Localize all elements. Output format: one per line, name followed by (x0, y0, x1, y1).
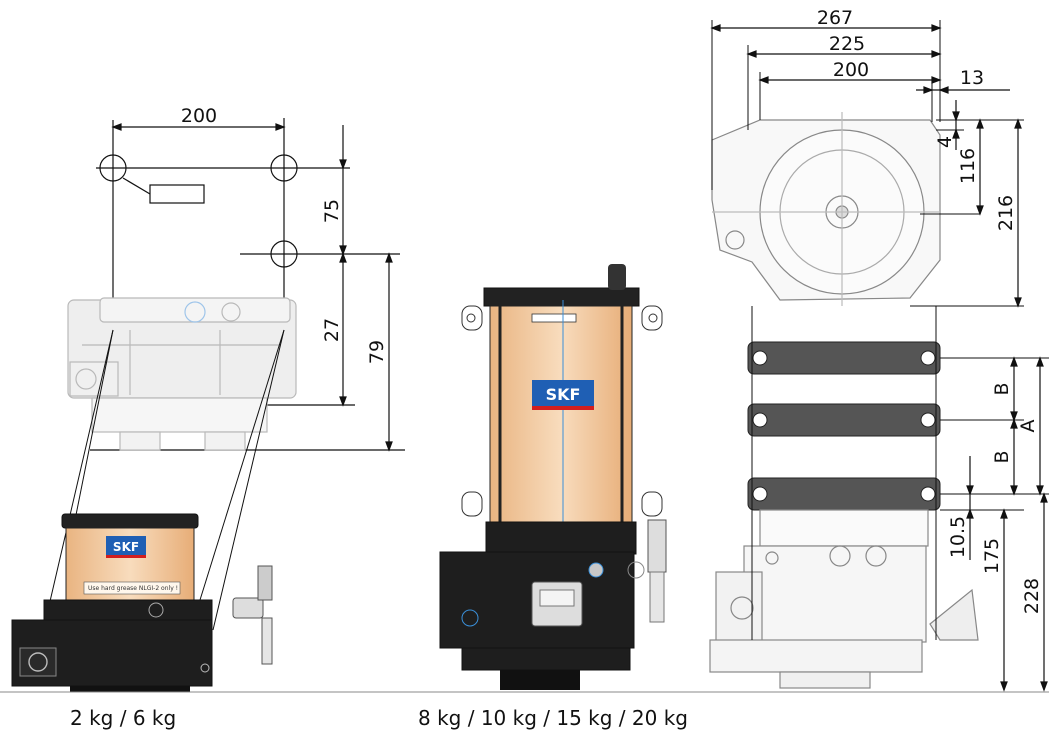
right-top-view (711, 112, 941, 306)
dim-267: 267 (817, 7, 853, 29)
right-extension-lines (0, 20, 1049, 693)
ghost-pump-top (67, 297, 297, 451)
dim-228: 228 (1021, 578, 1043, 614)
warning-label-text: Use hard grease NLGI-2 only ! (88, 585, 178, 592)
right-dimension-lines (710, 24, 1048, 692)
right-side-view (709, 509, 979, 689)
pump-small: SKF Use hard grease NLGI-2 only ! (11, 513, 273, 692)
strap-mounts (747, 341, 941, 511)
skf-text-large: SKF (546, 385, 581, 404)
dim-200-right: 200 (833, 59, 869, 81)
dim-225: 225 (829, 33, 865, 55)
skf-logo-small (106, 536, 146, 558)
dim-216: 216 (995, 195, 1017, 231)
strap-3 (747, 477, 941, 511)
dim-b-upper: B (991, 382, 1013, 395)
dim-a: A (1017, 420, 1039, 433)
skf-logo-large (532, 380, 594, 410)
dim-200-left: 200 (181, 105, 217, 127)
dim-75: 75 (321, 199, 343, 223)
dim-27: 27 (321, 318, 343, 342)
skf-text-small: SKF (113, 540, 139, 554)
dim-10-5: 10.5 (947, 516, 969, 558)
dim-79: 79 (366, 340, 388, 364)
strap-2 (747, 403, 941, 437)
dim-175: 175 (981, 538, 1003, 574)
pump-large: SKF (439, 264, 667, 690)
caption-small-pump: 2 kg / 6 kg (70, 706, 177, 730)
projection-lines-left (47, 329, 285, 631)
reservoir-large (489, 305, 633, 523)
dim-b-lower: B (991, 450, 1013, 463)
reference-box (149, 184, 205, 204)
dim-116: 116 (957, 148, 979, 184)
left-mount-plan (90, 118, 405, 452)
dim-4: 4 (934, 136, 956, 148)
strap-1 (747, 341, 941, 375)
dim-13: 13 (960, 67, 984, 89)
caption-large-pump: 8 kg / 10 kg / 15 kg / 20 kg (418, 706, 688, 730)
